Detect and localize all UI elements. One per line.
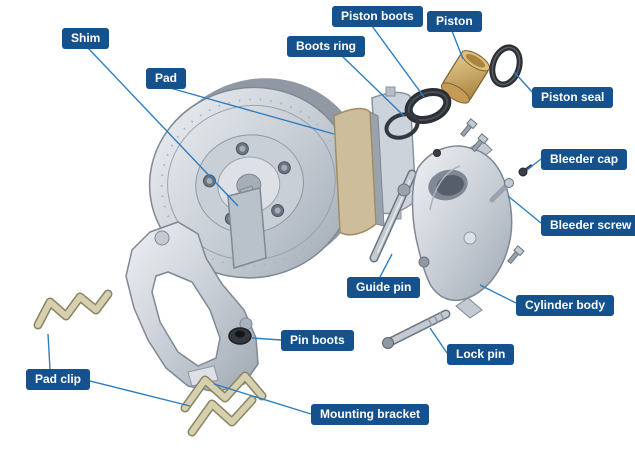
leader-guide-pin <box>379 253 393 278</box>
leader-piston <box>451 30 464 60</box>
leader-mounting-bracket <box>213 383 312 415</box>
leader-piston-boots <box>371 25 425 98</box>
leader-lock-pin <box>429 327 448 354</box>
leader-lines <box>47 25 542 415</box>
label-shim: Shim <box>62 28 110 49</box>
bleeder-cap-part <box>433 149 533 177</box>
leader-cylinder-body <box>479 284 517 304</box>
leader-boots-ring <box>341 55 405 117</box>
cylinder-body-part <box>411 139 513 319</box>
pin-boots-part <box>228 327 252 345</box>
leader-piston-seal <box>513 71 535 95</box>
bleeder-screw-part <box>489 178 514 203</box>
label-bleeder-screw: Bleeder screw <box>541 215 635 236</box>
label-piston: Piston <box>427 11 482 32</box>
label-pin-boots: Pin boots <box>281 330 354 351</box>
leader-bleeder-screw <box>507 195 542 224</box>
bolt-icon <box>460 118 525 265</box>
pad-clip-lower <box>180 371 267 437</box>
rotor-disc <box>148 78 365 279</box>
leader-pad-clip-1 <box>47 333 51 370</box>
label-piston-seal: Piston seal <box>532 87 614 108</box>
leader-pad-clip-2 <box>85 379 191 407</box>
pad-clip-upper <box>33 289 113 330</box>
leader-pad <box>169 87 335 135</box>
boots-ring-part <box>384 112 420 140</box>
label-lock-pin: Lock pin <box>447 344 515 365</box>
label-boots-ring: Boots ring <box>287 36 365 57</box>
leader-shim <box>87 47 239 207</box>
label-piston-boots: Piston boots <box>332 6 423 27</box>
label-bleeder-cap: Bleeder cap <box>541 149 628 170</box>
piston-boots-part <box>404 87 452 125</box>
label-pad-clip: Pad clip <box>26 369 91 390</box>
piston-part <box>440 50 491 104</box>
label-cylinder-body: Cylinder body <box>516 295 615 316</box>
label-mounting-bracket: Mounting bracket <box>311 404 430 425</box>
piston-seal-part <box>489 44 523 88</box>
lock-pin-part <box>382 309 451 349</box>
leader-pin-boots <box>251 337 282 341</box>
leader-bleeder-cap <box>526 158 542 171</box>
label-pad: Pad <box>146 68 187 89</box>
guide-pin-part <box>369 169 417 263</box>
shim-plate <box>227 185 267 269</box>
label-guide-pin: Guide pin <box>347 277 421 298</box>
brake-pad-inner <box>333 107 385 236</box>
